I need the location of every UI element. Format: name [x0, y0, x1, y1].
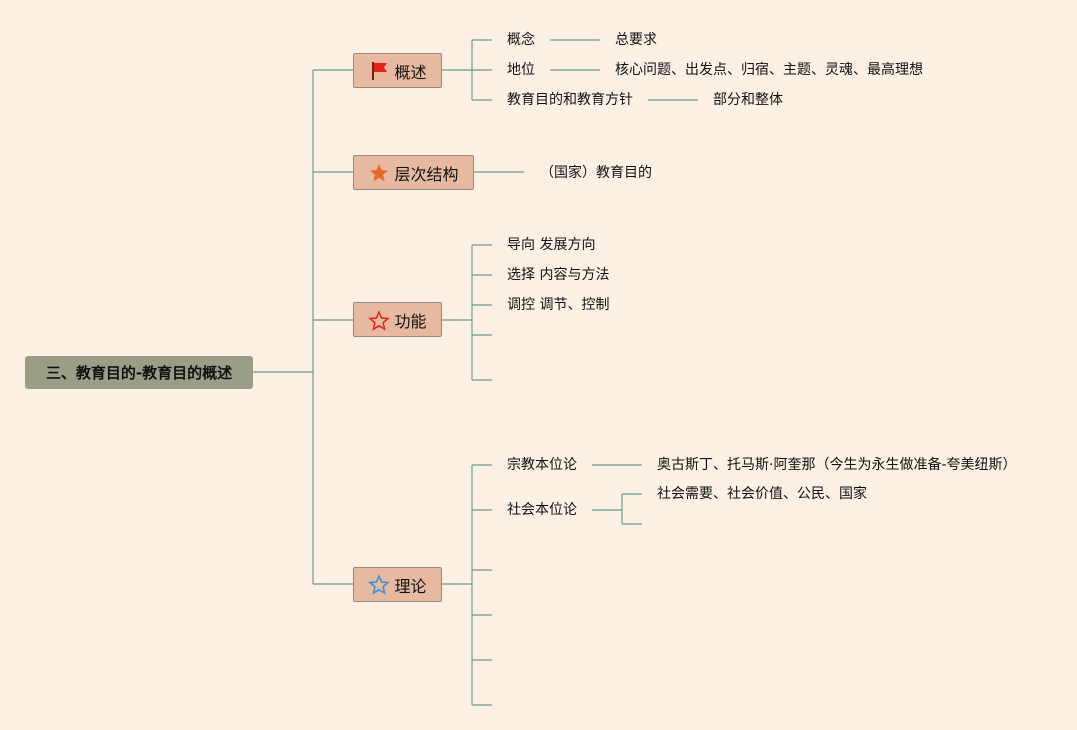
subtopic-guidance[interactable]: 导向 发展方向 [507, 237, 596, 253]
root-topic[interactable]: 三、教育目的-教育目的概述 [25, 356, 253, 389]
subtopic-purpose-policy[interactable]: 教育目的和教育方针 [507, 92, 633, 108]
topic-function-label: 功能 [394, 311, 427, 331]
topic-overview-label: 概述 [394, 62, 427, 82]
subtopic-selection[interactable]: 选择 内容与方法 [507, 267, 610, 283]
topic-function[interactable]: 功能 [353, 302, 442, 337]
root-topic-label: 三、教育目的-教育目的概述 [45, 364, 233, 382]
subtopic-concept-detail[interactable]: 总要求 [615, 32, 657, 48]
red-outline-star-icon [368, 309, 391, 331]
subtopic-status[interactable]: 地位 [507, 62, 535, 78]
subtopic-society-theory[interactable]: 社会本位论 [507, 502, 577, 518]
blue-outline-star-icon [368, 573, 391, 596]
subtopic-concept[interactable]: 概念 [507, 32, 535, 48]
topic-structure-label: 层次结构 [394, 164, 459, 184]
subtopic-status-detail[interactable]: 核心问题、出发点、归宿、主题、灵魂、最高理想 [615, 62, 923, 78]
subtopic-religion-theory-detail[interactable]: 奥古斯丁、托马斯·阿奎那（今生为永生做准备-夸美纽斯） [657, 457, 1017, 473]
orange-star-icon [368, 162, 390, 184]
subtopic-national-purpose[interactable]: （国家）教育目的 [540, 165, 652, 181]
topic-structure[interactable]: 层次结构 [353, 155, 474, 190]
subtopic-purpose-policy-detail[interactable]: 部分和整体 [713, 92, 783, 108]
subtopic-religion-theory[interactable]: 宗教本位论 [507, 457, 577, 473]
red-flag-icon [368, 60, 390, 82]
topic-theory[interactable]: 理论 [353, 567, 442, 602]
topic-overview[interactable]: 概述 [353, 53, 442, 88]
subtopic-regulation[interactable]: 调控 调节、控制 [507, 297, 610, 313]
topic-theory-label: 理论 [394, 576, 427, 596]
subtopic-society-theory-detail[interactable]: 社会需要、社会价值、公民、国家 [657, 486, 867, 502]
